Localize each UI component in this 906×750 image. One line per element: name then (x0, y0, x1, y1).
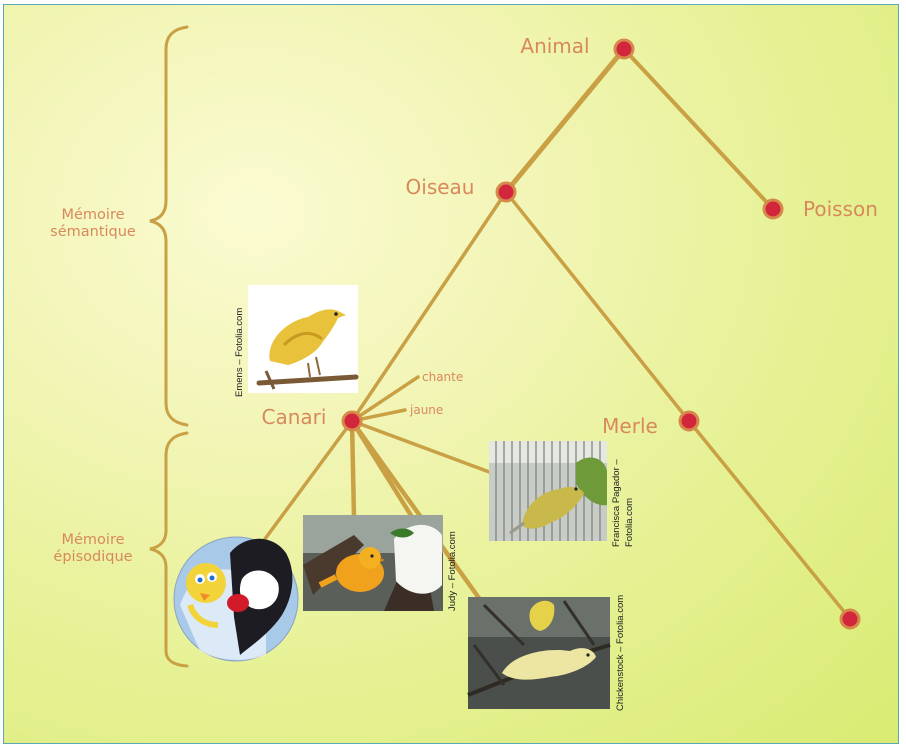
photo-canary-perch (248, 285, 358, 393)
property-chante: chante (422, 370, 463, 384)
branch-oiseau-merle (506, 192, 689, 421)
photo-cartoon-circle (174, 537, 298, 661)
property-jaune: jaune (409, 403, 443, 417)
episodic-memory-label-line1: Mémoire (61, 532, 124, 548)
label-merle: Merle (602, 414, 658, 438)
semantic-network-diagram: Mémoire sémantique Mémoire épisodique Em… (4, 5, 899, 744)
node-animal (615, 40, 633, 58)
photo-caged-canary (489, 441, 607, 541)
label-oiseau: Oiseau (406, 175, 475, 199)
branch-animal-oiseau (506, 49, 624, 192)
photo-branch-canary (468, 597, 610, 709)
episodic-memory-label-line2: épisodique (53, 549, 132, 565)
node-canari (343, 412, 361, 430)
credit-pagador-line2: Fotolia.com (624, 498, 635, 547)
node-poisson (764, 200, 782, 218)
label-canari: Canari (262, 405, 327, 429)
label-animal: Animal (520, 34, 589, 58)
label-poisson: Poisson (803, 197, 878, 221)
branch-canari-orange-photo (352, 421, 354, 518)
credit-pagador-line1: Francisca Pagador – (611, 459, 622, 547)
branch-merle-leaf (689, 421, 850, 619)
credit-emens: Emens – Fotolia.com (234, 308, 245, 397)
credit-judy: Judy – Fotolia.com (447, 531, 458, 611)
branch-oiseau-canari (352, 192, 506, 421)
node-merle (680, 412, 698, 430)
credit-chickenstock: Chickenstock – Fotolia.com (615, 595, 626, 711)
semantic-memory-brace (150, 27, 187, 425)
branch-animal-poisson (624, 49, 773, 209)
node-oiseau (497, 183, 515, 201)
node-leaf (841, 610, 859, 628)
episodic-memory-brace (150, 433, 187, 666)
photo-orange-canary (303, 515, 443, 611)
semantic-memory-label-line1: Mémoire (61, 207, 124, 223)
diagram-frame: Mémoire sémantique Mémoire épisodique Em… (3, 4, 899, 744)
semantic-memory-label-line2: sémantique (50, 224, 136, 240)
